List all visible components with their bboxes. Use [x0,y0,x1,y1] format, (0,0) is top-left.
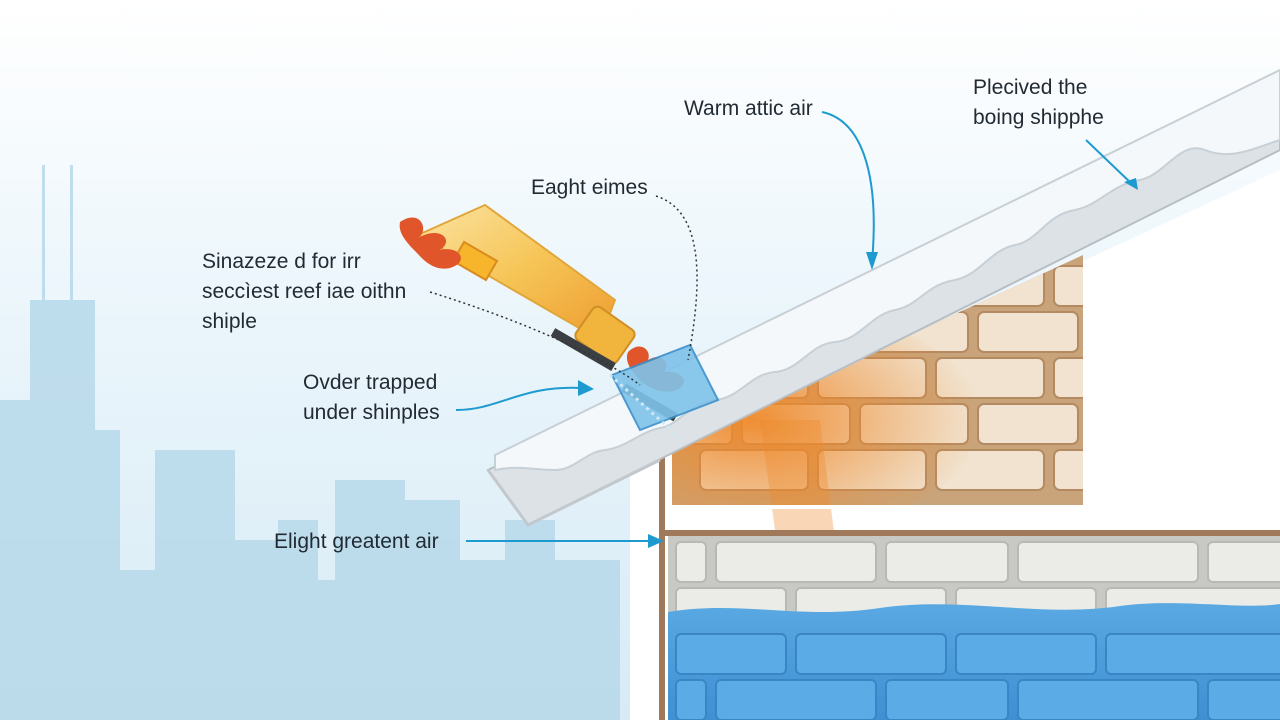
label-warm-attic-air: Warm attic air [684,97,813,120]
city-skyline [0,165,620,720]
label-sinazeze-line-1: Sinazeze d for irr [202,250,361,273]
label-ovder-trapped-line-1: Ovder trapped [303,371,438,394]
label-placed-shingle-line-1: Plecived the [973,76,1088,99]
placed-shingle-arrowhead [1124,178,1138,190]
label-placed-shingle: Plecived the boing shipphe [973,73,1104,133]
label-sinazeze-line-3: shiple [202,310,257,333]
lower-brick-wall [668,536,1280,720]
label-sinazeze-line-2: seccìest reef iae oithn [202,280,407,303]
label-sinazeze: Sinazeze d for irr seccìest reef iae oit… [202,247,406,337]
warm-attic-air-arrowhead [866,252,878,270]
label-elight-greatent-air: Elight greatent air [274,530,439,553]
sinazeze-leader [429,291,641,386]
label-ovder-trapped: Ovder trapped under shinples [303,368,440,428]
roof-fascia [486,458,661,527]
eaght-eimes-leader [655,195,698,361]
ovder-trapped-arrowhead [578,380,594,396]
label-placed-shingle-line-2: boing shipphe [973,106,1104,129]
label-ovder-trapped-line-2: under shinples [303,401,440,424]
elight-greatent-air-arrowhead [648,534,664,548]
warm-attic-air-arrow [821,111,875,263]
ovder-trapped-arrow [455,386,583,411]
label-eaght-eimes: Eaght eimes [531,176,648,199]
ice-block-icon [608,343,720,440]
placed-shingle-arrow [1085,139,1134,186]
